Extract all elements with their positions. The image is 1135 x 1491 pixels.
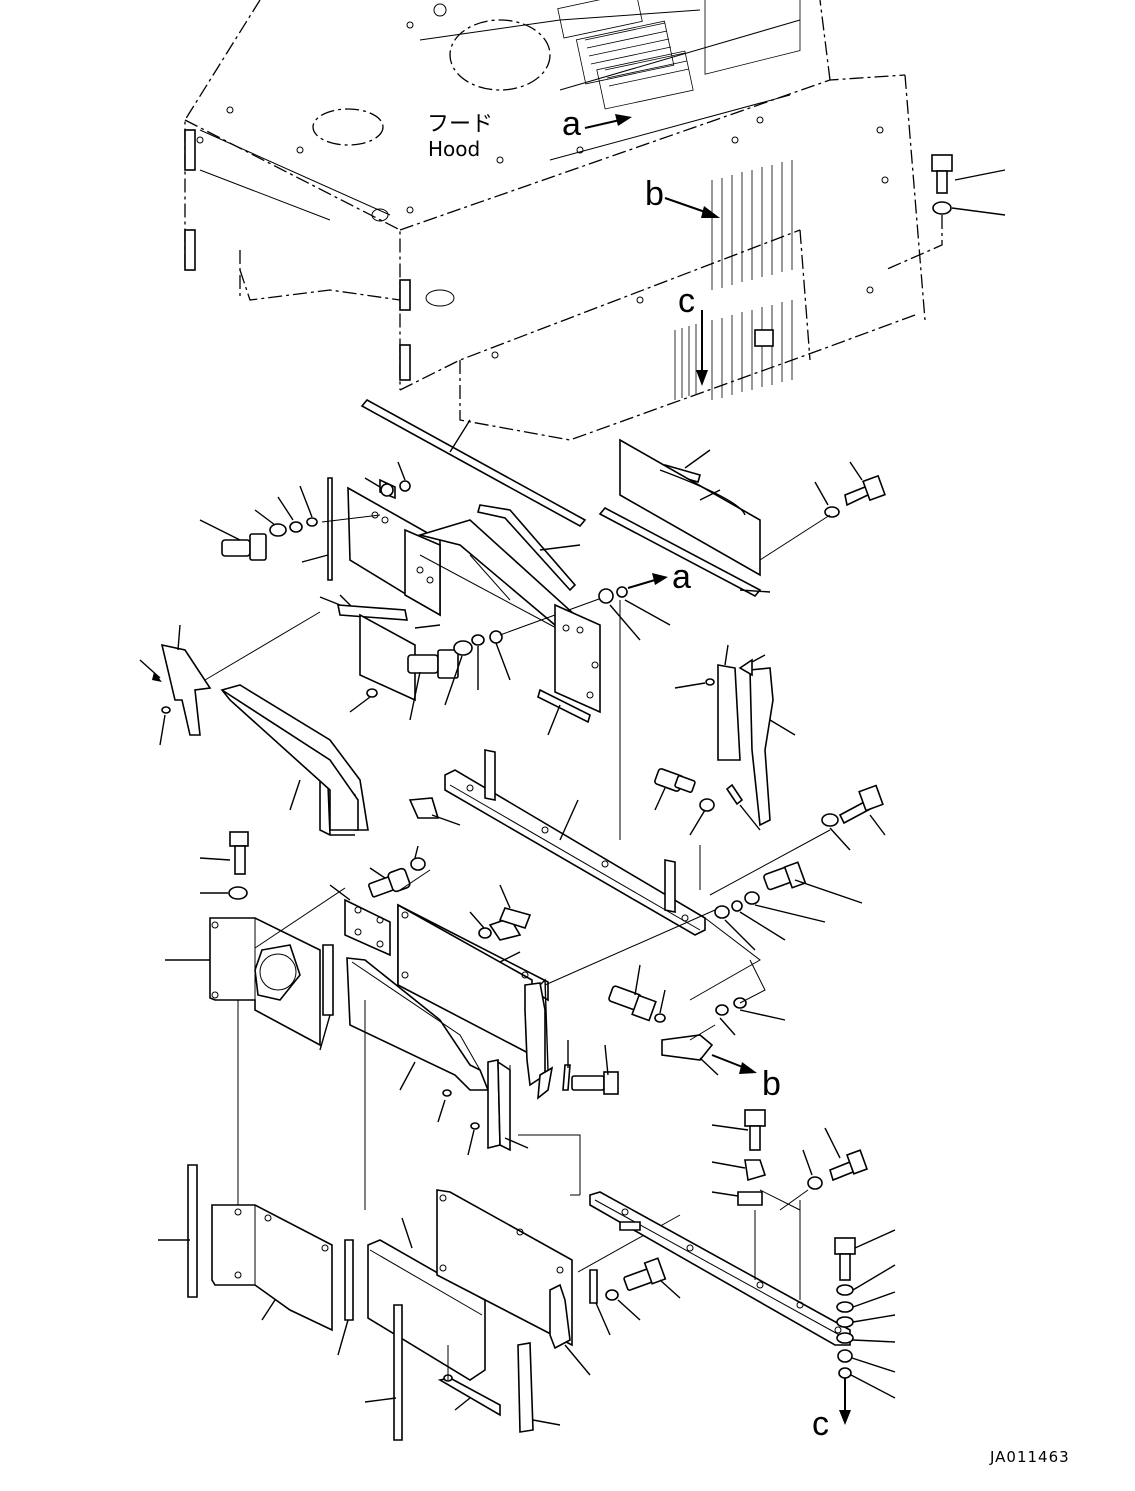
vertical-bracket-right <box>654 644 796 836</box>
callout-c-top: c <box>678 282 708 386</box>
drawing-number: JA011463 <box>989 1448 1070 1466</box>
hood-assembly: フード Hood <box>184 0 926 441</box>
bracket-upper-left <box>199 461 441 713</box>
callout-label: c <box>812 1405 829 1443</box>
mount-plate-left-lower <box>158 1164 354 1356</box>
top-vent-grill <box>557 0 694 110</box>
diagonal-cover-lower <box>346 957 490 1210</box>
cover-plate-upper-right <box>619 438 886 577</box>
bolt-left-mid <box>199 831 249 900</box>
callout-a-top: a <box>562 105 632 143</box>
seal-strips-top <box>360 398 771 598</box>
callout-b-lower: b <box>711 1054 781 1103</box>
bracket-center-lower <box>467 1040 619 1195</box>
callout-a-mid: a <box>627 558 691 596</box>
hardware-lower-right <box>711 1109 869 1211</box>
callout-label: a <box>562 105 581 143</box>
cross-member-middle <box>408 749 761 1001</box>
hood-hinges <box>184 129 774 381</box>
hood-bolt-right <box>884 154 1006 271</box>
hinge-left <box>139 611 321 746</box>
callout-c-bottom: c <box>812 1378 851 1443</box>
hood-label-jp: フード <box>427 112 493 137</box>
side-vent-grill <box>674 0 801 400</box>
panel-lower-center <box>364 1189 591 1441</box>
hardware-right-mid <box>709 784 886 951</box>
bolt-stack-lower-right <box>834 1229 896 1399</box>
side-panel-left-upper <box>220 684 369 836</box>
side-panel-center <box>397 884 716 1100</box>
callout-label: b <box>762 1065 781 1103</box>
callout-label: b <box>645 175 664 213</box>
callout-label: a <box>672 558 691 596</box>
hood-holes <box>196 3 889 359</box>
callout-label: c <box>678 282 695 320</box>
callout-b-top: b <box>645 175 720 218</box>
rail-lower-right <box>589 1189 851 1346</box>
stiffener-upper <box>407 519 611 721</box>
mount-plate-left <box>165 887 346 1210</box>
small-plate-center <box>329 845 431 957</box>
hardware-right-lower <box>608 959 786 1076</box>
hood-label-en: Hood <box>428 137 480 161</box>
hardware-lower-middle <box>577 1214 681 1336</box>
bracket-upper-mid <box>537 586 671 840</box>
